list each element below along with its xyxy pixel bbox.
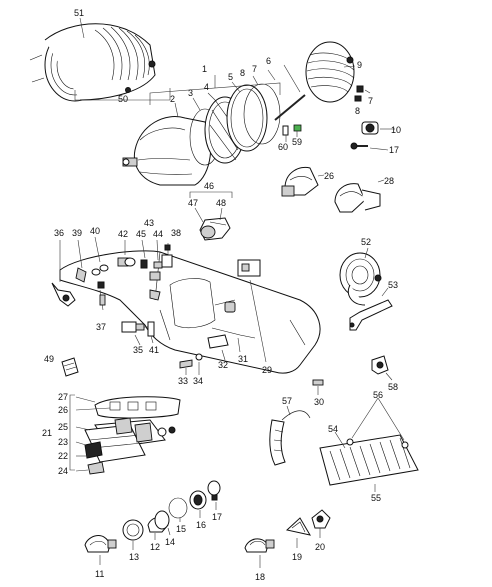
callout-58: 58 [388,382,398,392]
callout-25: 25 [58,422,68,432]
callout-8b: 8 [355,106,360,116]
lamp-28 [334,183,381,213]
callout-22: 22 [58,451,68,461]
horn [339,252,382,306]
callout-55: 55 [371,493,381,503]
lamp-18 [244,538,275,553]
part-14 [154,510,170,530]
callout-60: 60 [278,142,288,152]
callout-2: 2 [170,94,175,104]
callout-11: 11 [95,569,104,579]
callout-12: 12 [150,542,160,552]
callout-8a: 8 [240,68,245,78]
callout-10: 10 [391,125,401,135]
callout-24: 24 [58,466,68,476]
part-30 [312,379,324,395]
callout-36: 36 [54,228,64,238]
callout-52: 52 [361,237,371,247]
callout-38: 38 [171,228,181,238]
callout-37: 37 [96,322,106,332]
lamp-11 [84,535,117,553]
callout-54: 54 [328,424,338,434]
callout-13: 13 [129,552,139,562]
callout-45: 45 [136,229,146,239]
callout-3: 3 [188,88,193,98]
callout-56: 56 [373,390,383,400]
headlight-grille-assembly [29,23,156,102]
callout-17a: 17 [389,145,399,155]
callout-23: 23 [58,437,68,447]
callout-43: 43 [144,218,154,228]
callout-48: 48 [216,198,226,208]
left-switches [51,236,173,346]
callout-15: 15 [176,524,186,534]
callout-19: 19 [292,552,302,562]
callout-47: 47 [188,198,198,208]
callout-59: 59 [292,137,302,147]
callout-6: 6 [266,56,271,66]
part-46 [199,217,231,241]
part-15 [168,497,188,519]
callout-51: 51 [74,8,84,18]
callout-1: 1 [202,64,207,74]
callout-41: 41 [149,345,159,355]
callout-16: 16 [196,520,206,530]
callout-29: 29 [262,365,272,375]
round-grille [305,41,355,103]
horn-bracket [349,287,393,331]
callout-21: 21 [42,428,52,438]
taillight-assembly [84,396,181,475]
part-16 [189,490,207,510]
callout-14: 14 [165,537,175,547]
lens-19 [285,517,312,536]
callout-42: 42 [118,229,128,239]
rear-grille [319,434,419,486]
callout-40: 40 [90,226,100,236]
lamp-26 [281,166,319,197]
callout-26: 26 [324,171,334,181]
callout-7: 7 [252,64,257,74]
callout-5: 5 [228,72,233,82]
bulb-holder [350,121,379,150]
headlight-assembly [122,83,306,186]
part-17b [207,480,221,501]
socket-20 [311,509,331,529]
green-clip-icon [293,124,302,132]
part-49 [61,357,79,377]
callout-44: 44 [153,229,163,239]
strap-57 [269,410,311,466]
callout-9: 9 [357,60,362,70]
callout-39: 39 [72,228,82,238]
callout-28: 28 [384,176,394,186]
callout-46: 46 [204,181,214,191]
callout-4: 4 [204,82,209,92]
callout-33: 33 [178,376,188,386]
callout-34: 34 [193,376,203,386]
callout-7b: 7 [368,96,373,106]
callout-27: 27 [58,392,68,402]
callout-49: 49 [44,354,54,364]
callout-53: 53 [388,280,398,290]
screws-31-34 [179,334,241,375]
switch-29 [237,259,261,277]
callout-31: 31 [238,354,248,364]
callout-30: 30 [314,397,324,407]
callout-18: 18 [255,572,265,582]
clip-58 [371,355,389,375]
callout-50: 50 [118,94,128,104]
callout-57: 57 [282,396,292,406]
callout-17b: 17 [212,512,222,522]
ring-13 [122,519,144,541]
callout-35: 35 [133,345,143,355]
callout-26b: 26 [58,405,68,415]
callout-labels: 51 50 1 2 3 4 5 7 8 6 9 8 7 10 60 59 17 … [42,8,401,582]
callout-32: 32 [218,360,228,370]
callout-20: 20 [315,542,325,552]
